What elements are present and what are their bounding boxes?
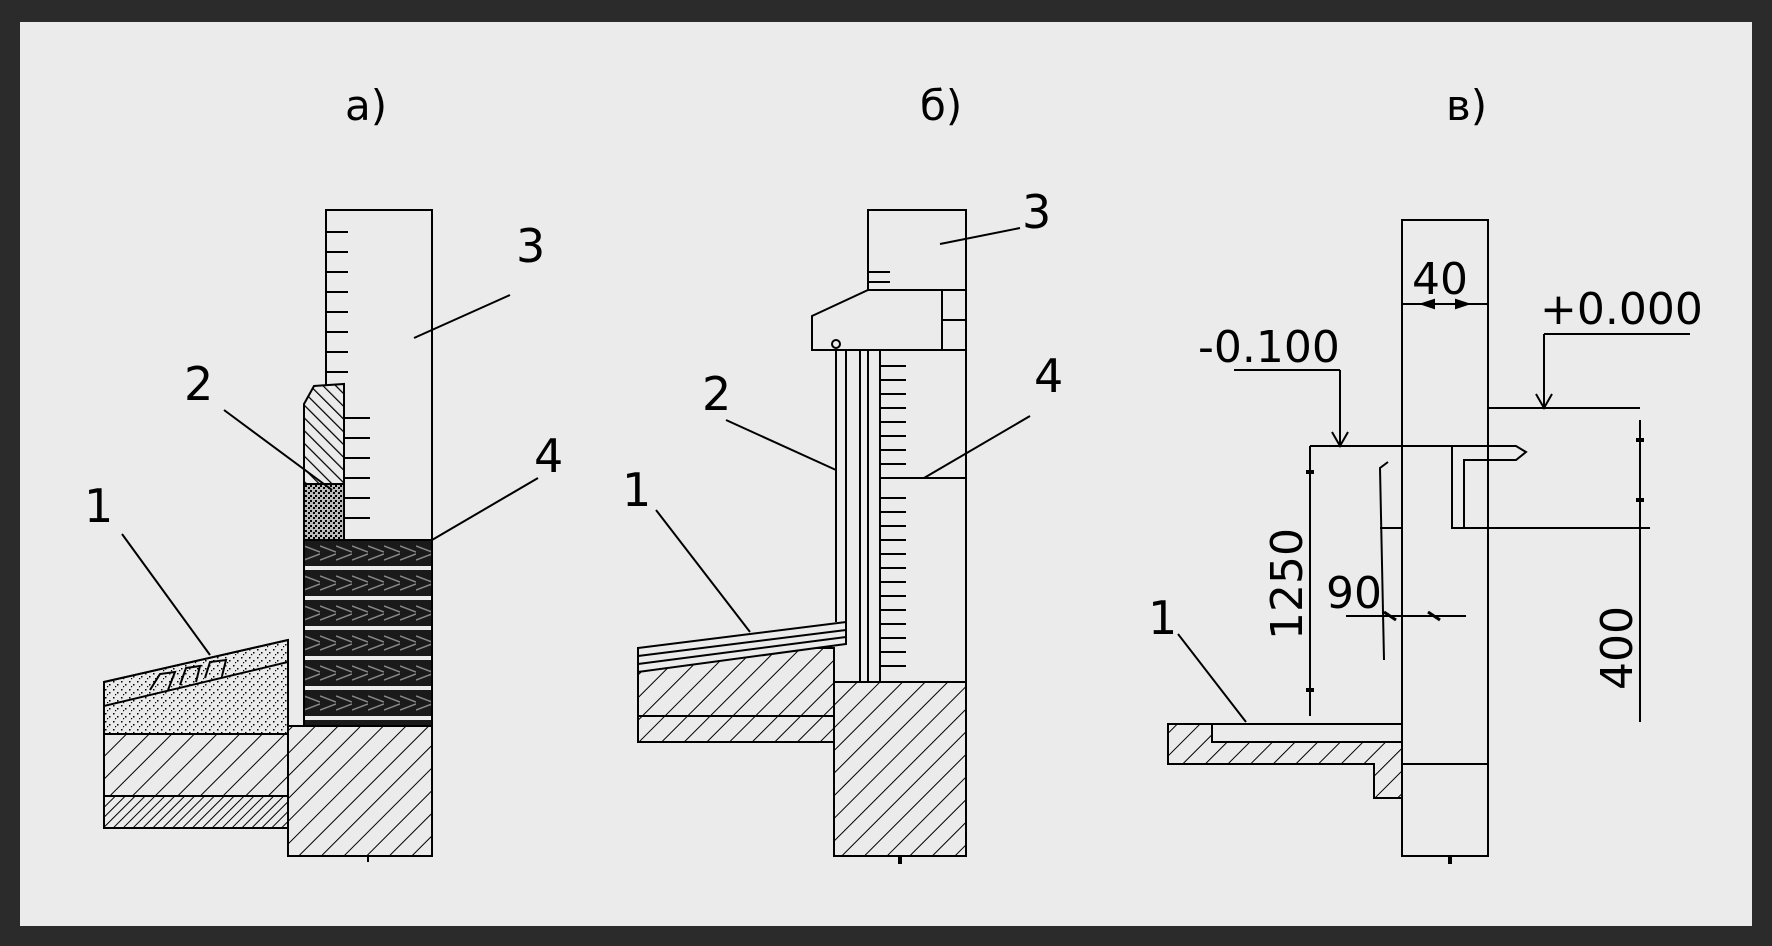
panel-c-dim-90-label: 90 [1326,568,1382,619]
panel-c-elev-left: -0.100 [1198,322,1340,373]
panel-c-dim-400-label: 400 [1592,606,1643,690]
panel-a-callout-2: 2 [184,357,213,411]
panel-a-leader-1 [121,533,211,656]
panel-a: а) 1 [84,81,563,862]
panel-b-footing [833,681,967,857]
panel-b-wall-top [867,209,967,291]
panel-c-floor-finish [1211,723,1403,743]
panel-b-leader-2 [725,419,837,471]
panel-c-elev-right: +0.000 [1540,284,1703,335]
panel-a-leader-2 [223,409,333,491]
panel-c: в) 40 -0.100 +0.000 1250 90 [1148,81,1703,864]
panel-c-title: в) [1446,81,1487,130]
panel-a-leader-3 [413,294,511,339]
panel-a-floor-base [103,795,289,829]
panel-b-leader-4 [923,415,1031,479]
panel-c-callout-1: 1 [1148,591,1177,645]
panel-a-leader-4 [431,477,539,541]
panel-b-wall-ticks [880,365,966,667]
panel-b-callout-3: 3 [1022,185,1051,239]
panel-a-callout-1: 1 [84,479,113,533]
panel-a-callout-4: 4 [534,429,563,483]
panel-b-leader-3 [939,227,1021,245]
panel-b-callout-4: 4 [1034,349,1063,403]
panel-a-floor-slab [103,733,289,797]
panel-a-callout-3: 3 [516,219,545,273]
panel-a-masonry-wall [303,539,433,727]
panel-b-callout-2: 2 [702,367,731,421]
panel-c-dim-1250-label: 1250 [1262,528,1313,640]
panel-b: б) [622,81,1063,864]
top-border-bar [0,0,1772,8]
panel-c-wall [1401,219,1489,857]
panel-c-dim-40-label: 40 [1412,254,1468,305]
panel-b-leader-1 [655,509,751,633]
panel-a-footing [287,725,433,857]
panel-b-callout-1: 1 [622,463,651,517]
panel-c-leader-1 [1177,633,1247,723]
panel-a-title: а) [345,81,387,130]
panel-b-title: б) [920,81,962,130]
panel-b-floor-base [637,715,835,743]
panel-b-wall-body [879,349,967,683]
